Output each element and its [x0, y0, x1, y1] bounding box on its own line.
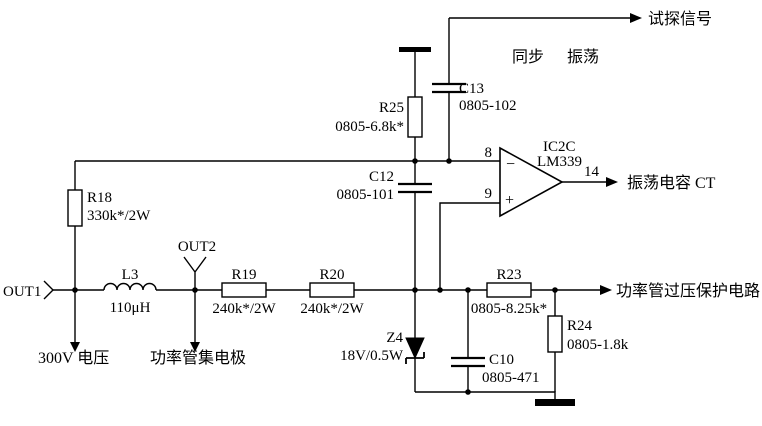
r24-name: R24 — [567, 318, 593, 334]
ic2c-minus-sign: − — [506, 156, 515, 173]
junction-dot — [446, 158, 452, 164]
junction-dot — [465, 287, 471, 293]
out1-connector — [43, 280, 54, 300]
junction-dot — [192, 287, 198, 293]
label-osc-cap-ct: 振荡电容 CT — [627, 174, 716, 192]
c13-value: 0805-102 — [459, 98, 517, 114]
label-sync: 同步 — [512, 48, 544, 66]
wire-pin9 — [439, 202, 500, 290]
junction-dot — [437, 287, 443, 293]
r18-value: 330k*/2W — [87, 208, 151, 224]
ic2c-pin9: 9 — [485, 186, 493, 202]
r23-value: 0805-8.25k* — [471, 301, 547, 317]
capacitor-c10 — [451, 356, 485, 368]
r19-value: 240k*/2W — [212, 301, 276, 317]
junction-dot — [412, 158, 418, 164]
l3-name: L3 — [122, 267, 139, 283]
r23-name: R23 — [496, 267, 521, 283]
c12-name: C12 — [369, 169, 394, 185]
label-probe-signal: 试探信号 — [648, 10, 712, 28]
c10-value: 0805-471 — [482, 370, 540, 386]
ct-output-arrow — [606, 177, 618, 187]
v300-down-arrow — [70, 342, 80, 352]
r24-value: 0805-1.8k — [567, 337, 629, 353]
resistor-r20 — [309, 282, 355, 298]
junction-dot — [72, 287, 78, 293]
z4-triangle — [405, 337, 425, 360]
label-out2: OUT2 — [178, 239, 216, 255]
ic2c-part: LM339 — [537, 154, 582, 170]
label-overvoltage-protect: 功率管过压保护电路 — [616, 282, 760, 300]
resistor-r24 — [547, 315, 563, 353]
r20-name: R20 — [319, 267, 344, 283]
inductor-l3 — [103, 282, 157, 291]
r25-value: 0805-6.8k* — [335, 119, 404, 135]
label-collector: 功率管集电极 — [150, 349, 246, 367]
resistor-r19 — [221, 282, 267, 298]
ground-symbol — [535, 399, 575, 406]
z4-cathode-bar — [405, 352, 425, 364]
capacitor-c13 — [432, 82, 466, 94]
c12-value: 0805-101 — [337, 187, 395, 203]
zener-z4 — [405, 337, 425, 364]
junction-dots — [72, 158, 558, 395]
resistor-r25 — [407, 96, 423, 138]
junction-dot — [552, 287, 558, 293]
r18-name: R18 — [87, 190, 112, 206]
r20-value: 240k*/2W — [300, 301, 364, 317]
z4-name: Z4 — [386, 330, 403, 346]
ic2c-pin8: 8 — [485, 145, 493, 161]
comparator-ic2c — [499, 146, 564, 218]
label-osc: 振荡 — [567, 48, 599, 66]
c13-name: C13 — [459, 81, 484, 97]
protect-line-arrow — [600, 285, 612, 295]
junction-dot — [465, 389, 471, 395]
ic2c-plus-sign: + — [505, 192, 514, 209]
probe-signal-arrow — [630, 13, 642, 23]
collector-down-arrow — [190, 342, 200, 352]
wire-ground-rail — [415, 391, 556, 399]
z4-value: 18V/0.5W — [340, 348, 404, 364]
r19-name: R19 — [231, 267, 256, 283]
top-rail-bar — [399, 47, 431, 52]
out2-connector — [183, 256, 207, 290]
r25-name: R25 — [379, 100, 404, 116]
ic2c-name: IC2C — [543, 139, 576, 155]
l3-value: 110μH — [110, 300, 151, 316]
c10-name: C10 — [489, 352, 514, 368]
ic2c-pin14: 14 — [584, 164, 600, 180]
capacitor-c12 — [398, 182, 432, 194]
label-out1: OUT1 — [3, 284, 41, 300]
junction-dot — [412, 287, 418, 293]
resistor-r18 — [67, 189, 83, 227]
label-300v: 300V 电压 — [38, 349, 109, 367]
resistor-r23 — [486, 282, 532, 298]
